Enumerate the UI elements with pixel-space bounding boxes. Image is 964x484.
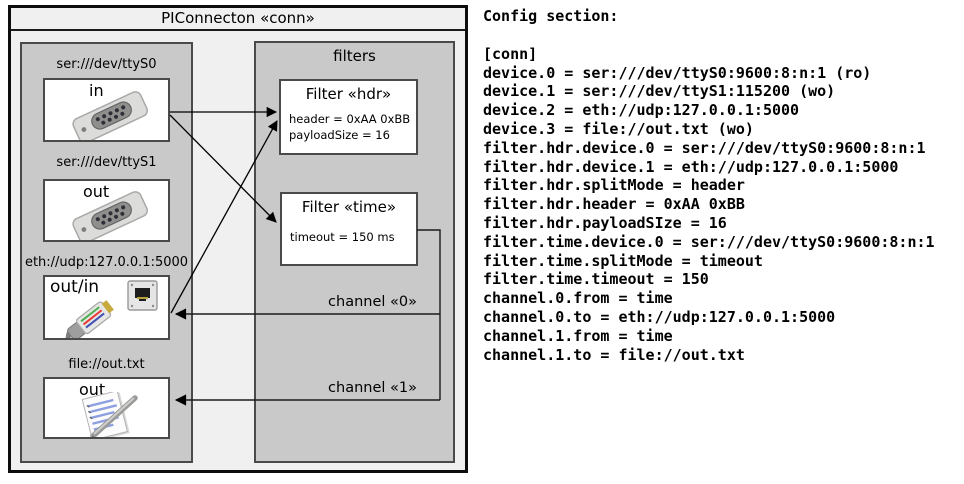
device-label-file: file://out.txt [68,357,145,372]
config-line: filter.time.splitMode = timeout [483,251,763,270]
filter-time-param-timeout: timeout = 150 ms [290,230,395,244]
config-line: device.1 = ser:///dev/ttyS1:115200 (wo) [483,82,836,101]
filter-time-title: Filter «time» [301,198,397,216]
device-direction: out [83,182,110,201]
ethernet-jack-icon [127,280,158,311]
ethernet-plug-icon [65,300,114,338]
device-label-ttys1: ser:///dev/ttyS1 [56,155,157,170]
config-line: channel.0.from = time [483,289,673,308]
filter-hdr-box: Filter «hdr» header = 0xAA 0xBB payloadS… [279,79,418,155]
config-line: filter.hdr.device.1 = eth://udp:127.0.0.… [483,157,899,176]
config-line: filter.hdr.device.0 = ser:///dev/ttyS0:9… [483,138,926,157]
serial-connector-icon [72,91,148,140]
filter-hdr-param-payloadsize: payloadSize = 16 [289,128,390,142]
config-line: filter.hdr.payloadSIze = 16 [483,213,727,232]
config-heading: Config section: [483,7,619,25]
filters-panel-label: filters [333,47,376,65]
config-line: filter.hdr.splitMode = header [483,176,745,195]
channel-0-label: channel «0» [328,294,417,310]
device-box-ttys1: out [43,179,170,242]
config-line: filter.hdr.header = 0xAA 0xBB [483,195,745,214]
diagram-title: PIConnecton «conn» [161,9,315,27]
device-box-ttys0: in [43,78,170,142]
config-line: filter.time.timeout = 150 [483,270,709,289]
device-box-eth: out/in [43,275,170,340]
config-line: channel.1.from = time [483,326,673,345]
config-blank-line [483,26,961,45]
device-box-file: out [43,377,170,439]
serial-connector-icon [72,191,148,240]
config-line: device.2 = eth://udp:127.0.0.1:5000 [483,101,800,120]
config-line: device.3 = file://out.txt (wo) [483,119,754,138]
config-line: channel.0.to = eth://udp:127.0.0.1:5000 [483,307,836,326]
filter-time-box: Filter «time» timeout = 150 ms [280,192,418,266]
config-line: device.0 = ser:///dev/ttyS0:9600:8:n:1 (… [483,63,872,82]
title-separator [11,29,465,31]
device-direction: out [79,380,106,399]
config-section: Config section: [conn] device.0 = ser://… [483,7,961,364]
device-direction: in [89,81,104,100]
config-line: [conn] [483,44,538,63]
channel-1-label: channel «1» [328,380,417,396]
notepad-pen-icon [81,392,138,437]
config-line: filter.time.device.0 = ser:///dev/ttyS0:… [483,232,935,251]
config-line: channel.1.to = file://out.txt [483,345,745,364]
device-label-eth: eth://udp:127.0.0.1:5000 [24,255,189,270]
device-direction: out/in [50,277,100,297]
filter-hdr-param-header: header = 0xAA 0xBB [289,112,411,126]
filter-hdr-title: Filter «hdr» [305,85,392,103]
device-label-ttys0: ser:///dev/ttyS0 [56,57,157,72]
